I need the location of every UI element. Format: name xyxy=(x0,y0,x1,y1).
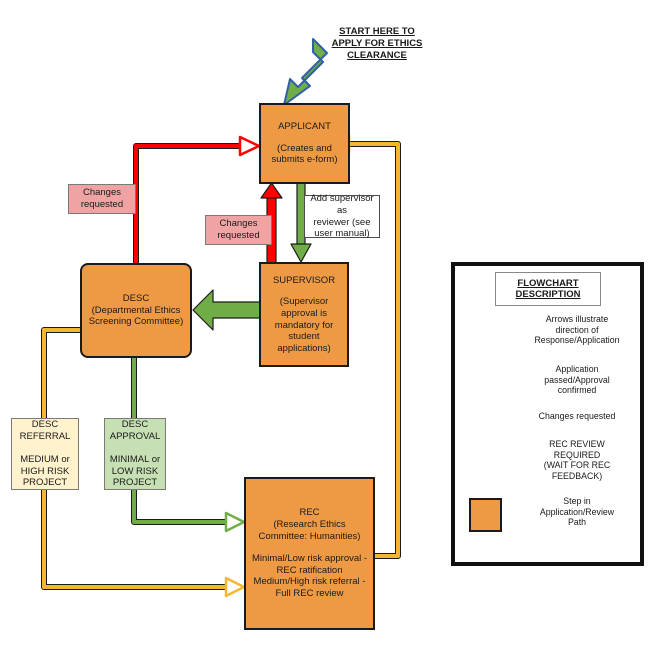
start-label: START HERE TO APPLY FOR ETHICS CLEARANCE xyxy=(331,26,423,61)
applicant-subtitle: (Creates and submits e-form) xyxy=(271,142,338,166)
rec-node: REC (Research Ethics Committee: Humaniti… xyxy=(244,477,375,630)
changes-requested-label: Changes requested xyxy=(68,184,136,214)
desc-node: DESC (Departmental Ethics Screening Comm… xyxy=(80,263,192,358)
applicant-node: APPLICANT (Creates and submits e-form) xyxy=(259,103,350,184)
start-arrow xyxy=(283,38,328,106)
legend-title: FLOWCHART DESCRIPTION xyxy=(495,272,601,306)
legend-label-green-arrow: Application passed/Approval confirmed xyxy=(544,364,610,396)
rec-line-low-risk: Minimal/Low risk approval - REC ratifica… xyxy=(251,553,368,576)
rec-subtitle: (Research Ethics Committee: Humanities) xyxy=(258,519,361,542)
rec-title: REC xyxy=(299,507,320,519)
legend-label-yellow-arrow: REC REVIEW REQUIRED (WAIT FOR REC FEEDBA… xyxy=(543,439,611,482)
changes-requested-label: Changes requested xyxy=(205,215,272,245)
green-arrowhead-into-rec xyxy=(224,511,246,533)
green-arrow-supervisor-to-desc xyxy=(192,289,261,331)
red-connector-desc-to-applicant xyxy=(133,143,242,263)
yellow-arrowhead-into-rec xyxy=(224,576,246,598)
applicant-title: APPLICANT xyxy=(278,121,331,133)
desc-title: DESC xyxy=(122,293,150,305)
red-arrowhead-into-applicant xyxy=(238,135,261,157)
legend-label-white-arrow: Arrows illustrate direction of Response/… xyxy=(534,314,620,346)
desc-approval-box: DESC APPROVAL MINIMAL or LOW RISK PROJEC… xyxy=(104,418,166,490)
red-arrow-supervisor-to-applicant xyxy=(260,182,283,199)
add-supervisor-note: Add supervisor as reviewer (see user man… xyxy=(304,193,380,239)
rec-line-high-risk: Medium/High risk referral - Full REC rev… xyxy=(253,576,366,599)
supervisor-subtitle: (Supervisor approval is mandatory for st… xyxy=(274,296,334,354)
legend-label-red-arrow: Changes requested xyxy=(538,411,616,421)
green-arrow-applicant-to-supervisor xyxy=(290,243,312,263)
legend-label-step-box: Step in Application/Review Path xyxy=(539,496,615,528)
desc-referral-box: DESC REFERRAL MEDIUM or HIGH RISK PROJEC… xyxy=(11,418,79,490)
legend-panel: FLOWCHART DESCRIPTION Arrows illustrate … xyxy=(451,262,644,566)
supervisor-node: SUPERVISOR (Supervisor approval is manda… xyxy=(259,262,349,367)
legend-orange-step-swatch xyxy=(469,498,502,532)
supervisor-title: SUPERVISOR xyxy=(272,274,336,286)
desc-subtitle: (Departmental Ethics Screening Committee… xyxy=(88,304,184,328)
